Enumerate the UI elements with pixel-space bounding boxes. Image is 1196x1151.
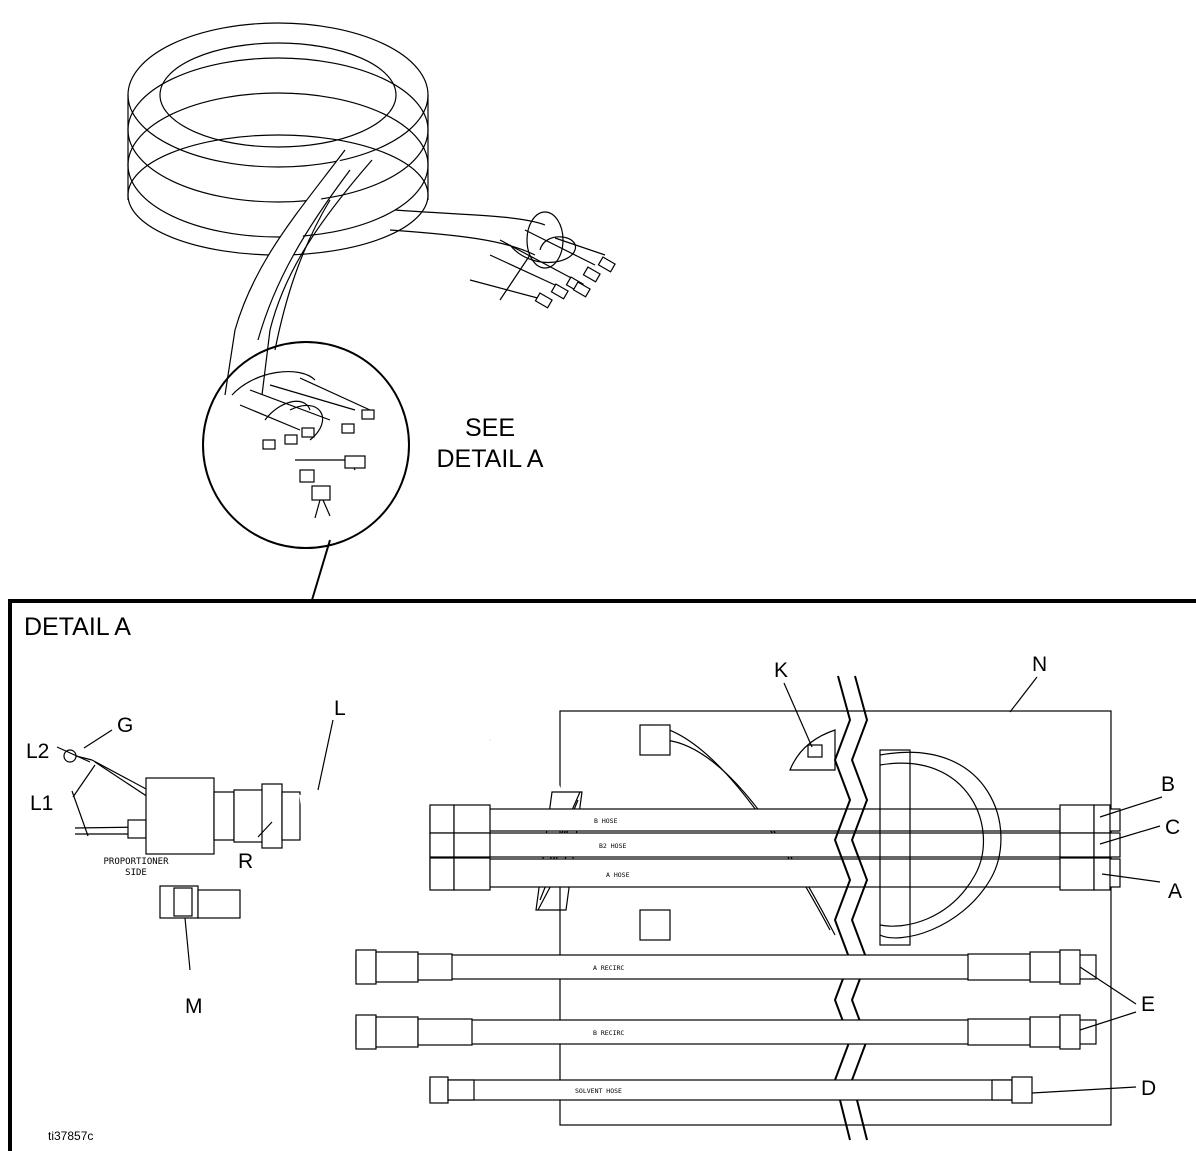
detail-leader-line: [311, 539, 331, 601]
coiled-hose-bundle: [127, 22, 616, 396]
hose-label-solvent: SOLVENT HOSE: [575, 1087, 622, 1095]
hose-label-b-recirc: B RECIRC: [593, 1029, 624, 1037]
callout-g: G: [117, 714, 133, 737]
see-detail-label-line2: DETAIL A: [437, 445, 544, 473]
detail-title: DETAIL A: [24, 613, 131, 641]
electrical-connector: [63, 749, 301, 855]
leader-lines: [56, 676, 1163, 1094]
see-detail-label-line1: SEE: [465, 414, 515, 442]
break-lines: [833, 675, 869, 1141]
hose-label-b: B HOSE: [594, 817, 618, 825]
callout-a: A: [1168, 880, 1182, 903]
callout-r: R: [238, 850, 253, 873]
hose-label-a: A HOSE: [606, 871, 630, 879]
detail-circle: [202, 341, 410, 549]
callout-k: K: [774, 659, 788, 682]
hose-label-b2: B2 HOSE: [599, 842, 626, 850]
hose-fittings-right: [534, 256, 616, 309]
proportioner-side-label-line1: PROPORTIONER: [103, 857, 169, 867]
callout-b: B: [1161, 773, 1175, 796]
callout-e-1: E: [1141, 993, 1155, 1016]
callout-m: M: [185, 995, 203, 1018]
detail-frame: [8, 599, 1196, 1151]
fluid-hoses: [429, 804, 1121, 891]
twisted-cable-l: [159, 720, 836, 941]
callout-c: C: [1165, 816, 1180, 839]
figure-id: ti37857c: [48, 1129, 93, 1143]
recirc-hoses: [355, 949, 1097, 1104]
callout-l2: L2: [26, 740, 49, 763]
callout-l1: L1: [30, 792, 53, 815]
callout-l: L: [334, 697, 346, 720]
callout-n: N: [1032, 653, 1047, 676]
hose-label-a-recirc: A RECIRC: [593, 964, 624, 972]
panel-n: [559, 710, 1112, 1126]
cable-loop: [789, 729, 1002, 946]
proportioner-side-label-line2: SIDE: [125, 868, 147, 878]
callout-d: D: [1141, 1077, 1156, 1100]
